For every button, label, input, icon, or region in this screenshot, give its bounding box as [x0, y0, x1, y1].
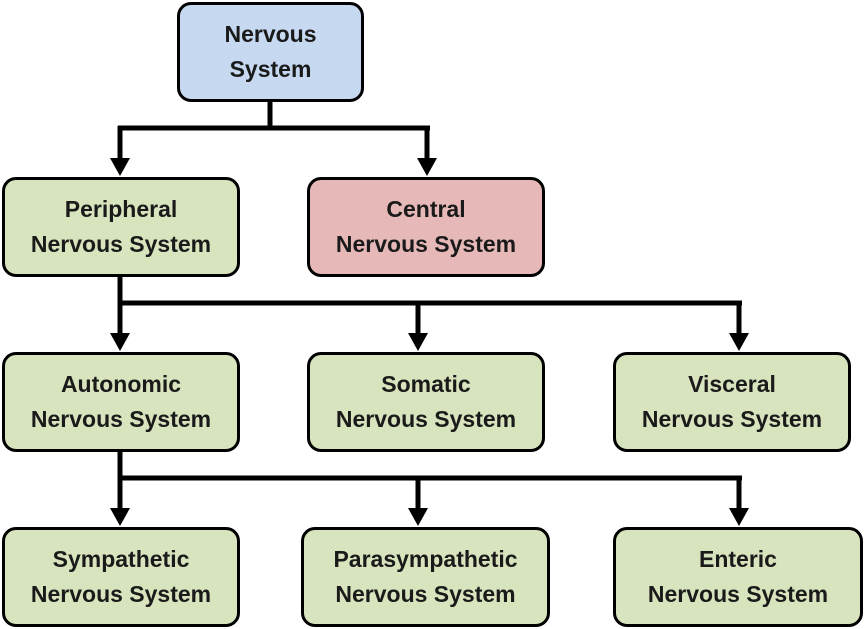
node-label-line2: System: [229, 56, 312, 82]
node-label-line2: Nervous System: [335, 231, 517, 257]
arrowhead-sns: [408, 333, 428, 351]
node-label-line1: Autonomic: [60, 371, 182, 397]
node-peripheral-nervous-system: Peripheral Nervous System: [2, 177, 240, 277]
node-label-line1: Peripheral: [64, 196, 178, 222]
node-label-line2: Nervous System: [335, 581, 516, 607]
node-visceral-nervous-system: Visceral Nervous System: [613, 352, 851, 452]
arrowhead-vns: [729, 333, 749, 351]
node-label-line1: Parasympathetic: [333, 546, 518, 572]
node-label-line2: Nervous System: [335, 406, 517, 432]
node-parasympathetic-nervous-system: Parasympathetic Nervous System: [301, 527, 550, 627]
arrowhead-pns: [110, 158, 130, 176]
node-label-line2: Nervous System: [30, 581, 212, 607]
node-label-line2: Nervous System: [641, 406, 823, 432]
arrowhead-symp: [110, 508, 130, 526]
arrowhead-ent: [729, 508, 749, 526]
node-label-line2: Nervous System: [647, 581, 829, 607]
node-somatic-nervous-system: Somatic Nervous System: [307, 352, 545, 452]
node-label-line2: Nervous System: [30, 231, 212, 257]
arrowhead-ans: [110, 333, 130, 351]
node-sympathetic-nervous-system: Sympathetic Nervous System: [2, 527, 240, 627]
node-nervous-system: Nervous System: [177, 2, 364, 102]
node-label-line1: Visceral: [688, 371, 776, 397]
node-label-line1: Nervous: [224, 21, 317, 47]
arrowhead-cns: [417, 158, 437, 176]
node-label-line1: Enteric: [699, 546, 777, 572]
node-autonomic-nervous-system: Autonomic Nervous System: [2, 352, 240, 452]
node-central-nervous-system: Central Nervous System: [307, 177, 545, 277]
node-label-line2: Nervous System: [30, 406, 212, 432]
node-label-line1: Sympathetic: [52, 546, 190, 572]
node-label-line1: Somatic: [381, 371, 471, 397]
node-enteric-nervous-system: Enteric Nervous System: [613, 527, 863, 627]
node-label-line1: Central: [386, 196, 466, 222]
arrowhead-para: [408, 508, 428, 526]
